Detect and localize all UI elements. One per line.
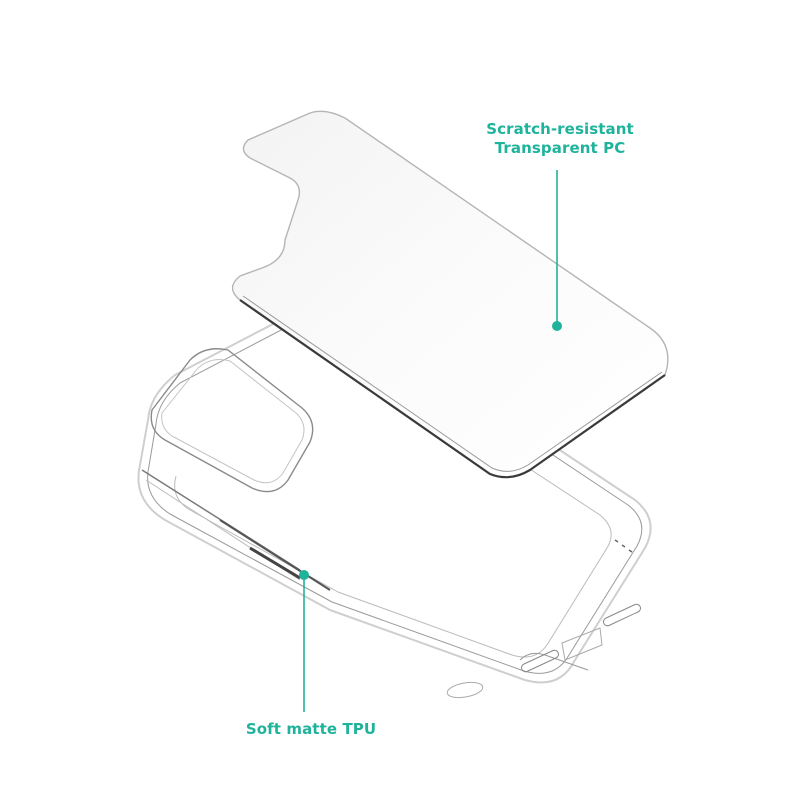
callout-lines <box>299 170 562 712</box>
bottom-callout-dot <box>299 570 309 580</box>
tpu-callout-label: Soft matte TPU <box>245 720 377 738</box>
pc-callout-line2: Transparent PC <box>494 139 626 157</box>
pc-callout-label: Scratch-resistant Transparent PC <box>472 120 648 158</box>
pc-callout-line1: Scratch-resistant <box>486 120 634 138</box>
pc-plate <box>231 110 669 479</box>
top-callout-dot <box>552 321 562 331</box>
